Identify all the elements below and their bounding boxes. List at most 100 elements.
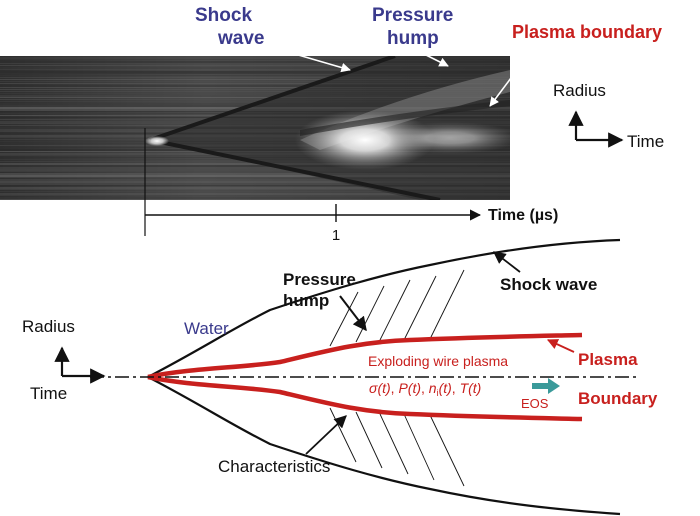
- streak-stripe: [0, 121, 510, 123]
- label-state-variables: σ(t), P(t), ni(t), T(t): [369, 380, 481, 398]
- streak-stripe: [0, 135, 510, 137]
- streak-stripe: [0, 123, 510, 124]
- streak-stripe: [0, 187, 510, 189]
- streak-stripe: [0, 147, 510, 148]
- streak-stripe: [0, 57, 510, 59]
- label-exploding-wire-plasma: Exploding wire plasma: [368, 353, 508, 369]
- label-pressure-schematic: Pressure: [283, 270, 356, 289]
- streak-stripe: [0, 157, 510, 158]
- state-sep-3: ,: [452, 380, 460, 396]
- label-hump-schematic: hump: [283, 291, 329, 310]
- streak-stripe: [0, 171, 510, 172]
- streak-stripe: [0, 91, 510, 92]
- streak-stripe: [0, 77, 510, 78]
- schematic-axis-time-label: Time: [30, 384, 67, 403]
- shock-wave-upper-curve: [147, 238, 621, 378]
- streak-stripe: [0, 83, 510, 84]
- streak-stripe: [0, 183, 510, 185]
- label-shock-wave-schematic: Shock wave: [500, 275, 597, 294]
- streak-stripe: [0, 127, 510, 129]
- state-sigma: σ(t): [369, 380, 391, 396]
- streak-plasma-boundary: [300, 100, 510, 136]
- state-temperature: T(t): [460, 380, 482, 396]
- characteristic-line: [379, 413, 409, 475]
- streak-stripe: [0, 73, 510, 74]
- state-sep-2: ,: [421, 380, 429, 396]
- streak-stripe: [0, 137, 510, 138]
- streak-stripe: [0, 139, 510, 140]
- state-density-sub: i: [437, 388, 439, 398]
- label-wave: wave: [217, 28, 264, 49]
- streak-stripe: [0, 145, 510, 146]
- streak-stripe: [0, 173, 510, 175]
- streak-stripe: [0, 75, 510, 76]
- streak-stripe: [0, 119, 510, 120]
- streak-shock-lower: [149, 138, 441, 200]
- streak-stripe: [0, 141, 510, 142]
- streak-stripe: [0, 89, 510, 90]
- streak-stripe: [0, 93, 510, 94]
- streak-stripe: [0, 143, 510, 144]
- streak-stripe: [0, 165, 510, 167]
- streak-stripe: [0, 117, 510, 118]
- streak-image: [0, 56, 510, 200]
- streak-stripe: [0, 63, 510, 64]
- streak-stripe: [0, 177, 510, 178]
- streak-stripe: [0, 81, 510, 82]
- streak-stripe: [0, 101, 510, 102]
- state-pressure: P(t): [398, 380, 421, 396]
- state-density: n: [429, 380, 437, 396]
- characteristic-line: [379, 279, 411, 341]
- characteristic-line: [429, 269, 465, 340]
- streak-stripe: [0, 189, 510, 190]
- pressure-hump-schematic-pointer: [339, 295, 367, 332]
- streak-axis-radius-label: Radius: [553, 81, 606, 100]
- streak-stripe: [0, 71, 510, 73]
- plasma-boundary-lower: [147, 374, 583, 422]
- shock-wave-schematic-pointer: [493, 251, 521, 273]
- shock-wave-pointer: [287, 51, 351, 73]
- streak-axes-icon: Radius Time: [553, 81, 664, 151]
- label-pressure-top: Pressure: [372, 5, 453, 26]
- streak-stripe: [0, 69, 510, 70]
- streak-stripe: [0, 185, 510, 186]
- time-axis: 1 Time (µs): [144, 128, 558, 244]
- label-water: Water: [184, 319, 229, 338]
- streak-stripe: [0, 153, 510, 155]
- streak-axis-time-label: Time: [627, 132, 664, 151]
- characteristic-line: [329, 407, 357, 463]
- streak-stripe: [0, 113, 510, 114]
- streak-stripe: [0, 159, 510, 160]
- characteristics-lines: [329, 269, 465, 487]
- streak-stripe: [0, 181, 510, 183]
- label-plasma: Plasma: [578, 350, 638, 369]
- streak-stripe: [0, 125, 510, 126]
- streak-stripe: [0, 197, 510, 199]
- streak-stripe: [0, 133, 510, 134]
- label-boundary: Boundary: [578, 389, 658, 408]
- shock-wave-lower-curve: [147, 376, 621, 516]
- pressure-hump-pointer: [411, 47, 449, 67]
- eos-arrow-icon: [532, 378, 560, 394]
- streak-ignition-flash: [145, 136, 169, 146]
- streak-stripe: [0, 97, 510, 98]
- streak-stripe: [0, 169, 510, 171]
- state-density-t: (t): [439, 380, 452, 396]
- streak-stripe: [0, 65, 510, 66]
- streak-stripe: [0, 149, 510, 151]
- time-axis-tick-label: 1: [332, 227, 340, 244]
- streak-stripe: [0, 131, 510, 132]
- streak-stripe: [0, 87, 510, 88]
- streak-stripe: [0, 59, 510, 60]
- label-characteristics: Characteristics: [218, 457, 330, 476]
- label-shock: Shock: [195, 5, 252, 26]
- characteristic-line: [403, 413, 435, 481]
- streak-stripe: [0, 109, 510, 111]
- streak-stripe: [0, 79, 510, 80]
- streak-stripe: [0, 61, 510, 63]
- characteristics-pointer: [305, 415, 347, 455]
- plasma-boundary-upper: [147, 332, 583, 380]
- streak-stripe: [0, 129, 510, 131]
